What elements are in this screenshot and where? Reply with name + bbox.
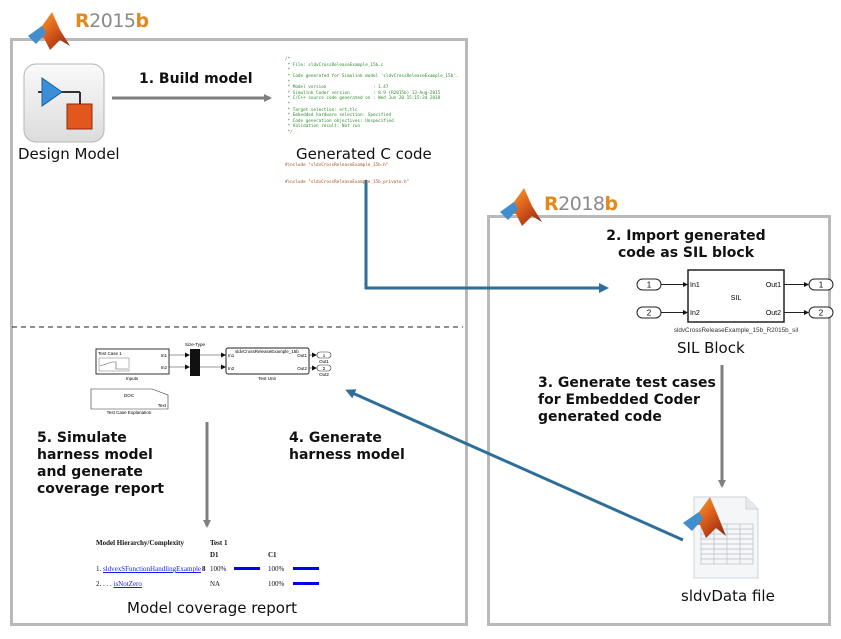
svg-text:Out2: Out2 — [297, 366, 307, 371]
code-line: * Embedded hardware selection: Specified — [285, 113, 392, 119]
coverage-d1-value: NA — [210, 580, 221, 588]
design-model-label: Design Model — [18, 145, 120, 163]
d1-coverage-bar-row1 — [234, 567, 260, 570]
code-line: * — [285, 68, 291, 74]
coverage-row: 2. . . . isNotZero — [96, 580, 142, 588]
svg-text:2: 2 — [819, 309, 824, 318]
svg-text:1: 1 — [819, 281, 824, 290]
coverage-d1-value: 100% — [210, 565, 227, 573]
code-line: * — [285, 101, 291, 107]
sldv-data-file-label: sldvData file — [681, 587, 775, 605]
svg-text:In1: In1 — [690, 282, 700, 289]
coverage-header-hierarchy: Model Hierarchy/Complexity — [96, 539, 184, 547]
coverage-report-label: Model coverage report — [127, 599, 298, 617]
svg-text:1: 1 — [323, 353, 326, 358]
svg-text:Out2: Out2 — [319, 372, 329, 377]
code-line: * Validation result: Not run — [285, 124, 361, 130]
r2015b-panel — [10, 38, 468, 626]
import-arrow — [364, 180, 609, 293]
sil-block-caption: sldvCrossReleaseExample_15b_R2015b_sil — [674, 327, 798, 334]
svg-text:Test Case Explanation: Test Case Explanation — [107, 410, 152, 415]
coverage-c1-value: 100% — [268, 565, 285, 573]
svg-text:Test Case 1: Test Case 1 — [98, 351, 122, 356]
size-type-block — [190, 349, 200, 376]
c1-coverage-bar-row1 — [293, 567, 319, 570]
svg-text:Size-Type: Size-Type — [185, 342, 206, 347]
svg-text:In2: In2 — [161, 365, 168, 370]
svg-text:Out1: Out1 — [297, 353, 307, 358]
coverage-header-test: Test 1 — [210, 539, 228, 547]
matlab-data-file-icon — [683, 496, 759, 579]
code-line: /* — [285, 57, 291, 63]
code-line: * C/C++ source code generated on : Wed J… — [285, 96, 441, 102]
svg-text:Out2: Out2 — [766, 310, 781, 317]
svg-text:Test Unit: Test Unit — [258, 376, 276, 381]
generated-code-snippet: /* * File: sldvCrossReleaseExample_15b.c… — [285, 57, 459, 185]
svg-text:In2: In2 — [690, 310, 700, 317]
test-unit-block — [225, 347, 310, 375]
r2018b-panel — [487, 215, 831, 626]
matlab-logo-icon — [500, 188, 542, 226]
svg-text:In2: In2 — [228, 366, 235, 371]
svg-text:Out1: Out1 — [766, 282, 781, 289]
outport-1 — [808, 278, 834, 291]
coverage-c1-value: 100% — [268, 580, 285, 588]
coverage-col-d1: D1 — [210, 551, 219, 559]
doc-block — [90, 388, 169, 410]
c1-coverage-bar-row2 — [293, 582, 319, 585]
step1-label: 1. Build model — [139, 71, 253, 87]
svg-text:In1: In1 — [228, 353, 235, 358]
release-label-right: R2018b — [544, 193, 618, 215]
svg-text:1: 1 — [647, 281, 652, 290]
release-label-left: R2015b — [75, 10, 149, 32]
code-line: * Target selection: ert.tlc — [285, 107, 358, 113]
matlab-logo-icon — [28, 12, 70, 50]
generate-harness-arrow — [345, 389, 684, 542]
coverage-row: 1. sldvexSFunctionHandlingExample — [96, 565, 201, 573]
code-line: * Code generated for Simulink model 'sld… — [285, 73, 459, 79]
svg-text:In1: In1 — [161, 353, 168, 358]
coverage-model-link[interactable]: isNotZero — [113, 580, 142, 588]
harness-model[interactable]: Test Case 1 In1 In2 Inputs Size-Type sld… — [90, 342, 332, 415]
code-line: */ — [285, 129, 293, 135]
coverage-complexity: 8 — [202, 565, 206, 573]
svg-text:Text: Text — [158, 403, 167, 408]
svg-text:Out1: Out1 — [319, 359, 329, 364]
coverage-model-link[interactable]: sldvexSFunctionHandlingExample — [103, 565, 201, 573]
svg-text:2: 2 — [647, 309, 652, 318]
svg-text:Inputs: Inputs — [126, 376, 139, 381]
code-line: * Model version : 1.47 — [285, 85, 389, 91]
code-line: * Code generation objectives: Unspecifie… — [285, 118, 394, 124]
code-line: * Simulink Coder version : 8.9 (R2015b) … — [285, 90, 441, 96]
svg-text:SIL: SIL — [731, 295, 742, 302]
simulink-model-icon — [23, 63, 105, 143]
code-line: * — [285, 79, 291, 85]
sil-block-label: SIL Block — [677, 339, 745, 357]
code-line: * File: sldvCrossReleaseExample_15b.c — [285, 62, 384, 68]
outport-2 — [808, 306, 834, 319]
coverage-col-c1: C1 — [268, 551, 277, 559]
svg-text:sldvCrossReleaseExample_15b: sldvCrossReleaseExample_15b — [235, 349, 299, 354]
svg-text:2: 2 — [323, 366, 326, 371]
sil-block[interactable]: 1 2 In1 In2 Out1 Out2 SIL 1 2 sldvCrossR… — [636, 269, 834, 334]
generated-code-label: Generated C code — [296, 145, 432, 163]
svg-text:DOC: DOC — [124, 393, 135, 398]
